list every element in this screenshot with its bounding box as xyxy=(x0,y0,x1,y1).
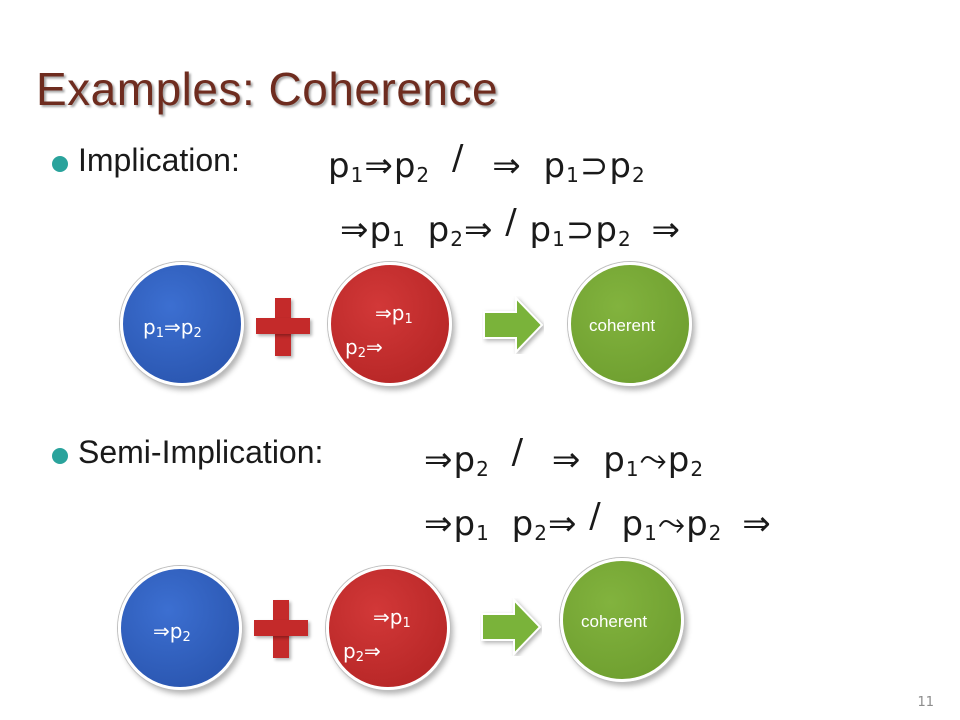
premise-circle-blue: p1⇒p2 xyxy=(120,262,244,386)
implication-formula-line1: p1⇒p2 / ⇒ p1⊃p2 xyxy=(328,138,646,187)
bullet-implication xyxy=(52,156,68,172)
result-circle-green: coherent xyxy=(560,558,684,682)
implication-label: Implication: xyxy=(78,142,240,178)
plus-icon xyxy=(256,298,310,356)
semi-implication-formula-line2: ⇒p1 p2⇒ / p1⤳p2 ⇒ xyxy=(424,496,772,545)
premise-formula-line2: p2⇒ xyxy=(343,639,381,665)
slide-title: Examples: Coherence xyxy=(36,63,499,115)
plus-icon xyxy=(254,600,308,658)
premise-formula: ⇒p2 xyxy=(153,619,191,645)
premise-circle-red: ⇒p1 p2⇒ xyxy=(326,566,450,690)
premise-circle-red: ⇒p1 p2⇒ xyxy=(328,262,452,386)
result-label: coherent xyxy=(581,612,648,631)
semi-implication-label: Semi-Implication: xyxy=(78,434,324,470)
page-number: 11 xyxy=(917,695,934,710)
result-label: coherent xyxy=(589,316,656,335)
result-circle-green: coherent xyxy=(568,262,692,386)
right-arrow-icon xyxy=(483,296,544,354)
premise-formula-line2: p2⇒ xyxy=(345,335,383,361)
premise-formula-line1: ⇒p1 xyxy=(375,301,413,327)
premise-formula-line1: ⇒p1 xyxy=(373,605,411,631)
implication-formula-line2: ⇒p1 p2⇒ / p1⊃p2 ⇒ xyxy=(340,202,681,251)
premise-formula: p1⇒p2 xyxy=(143,315,202,341)
premise-circle-blue: ⇒p2 xyxy=(118,566,242,690)
semi-implication-formula-line1: ⇒p2 / ⇒ p1⤳p2 xyxy=(424,432,705,481)
right-arrow-icon xyxy=(481,598,542,656)
bullet-semi-implication xyxy=(52,448,68,464)
